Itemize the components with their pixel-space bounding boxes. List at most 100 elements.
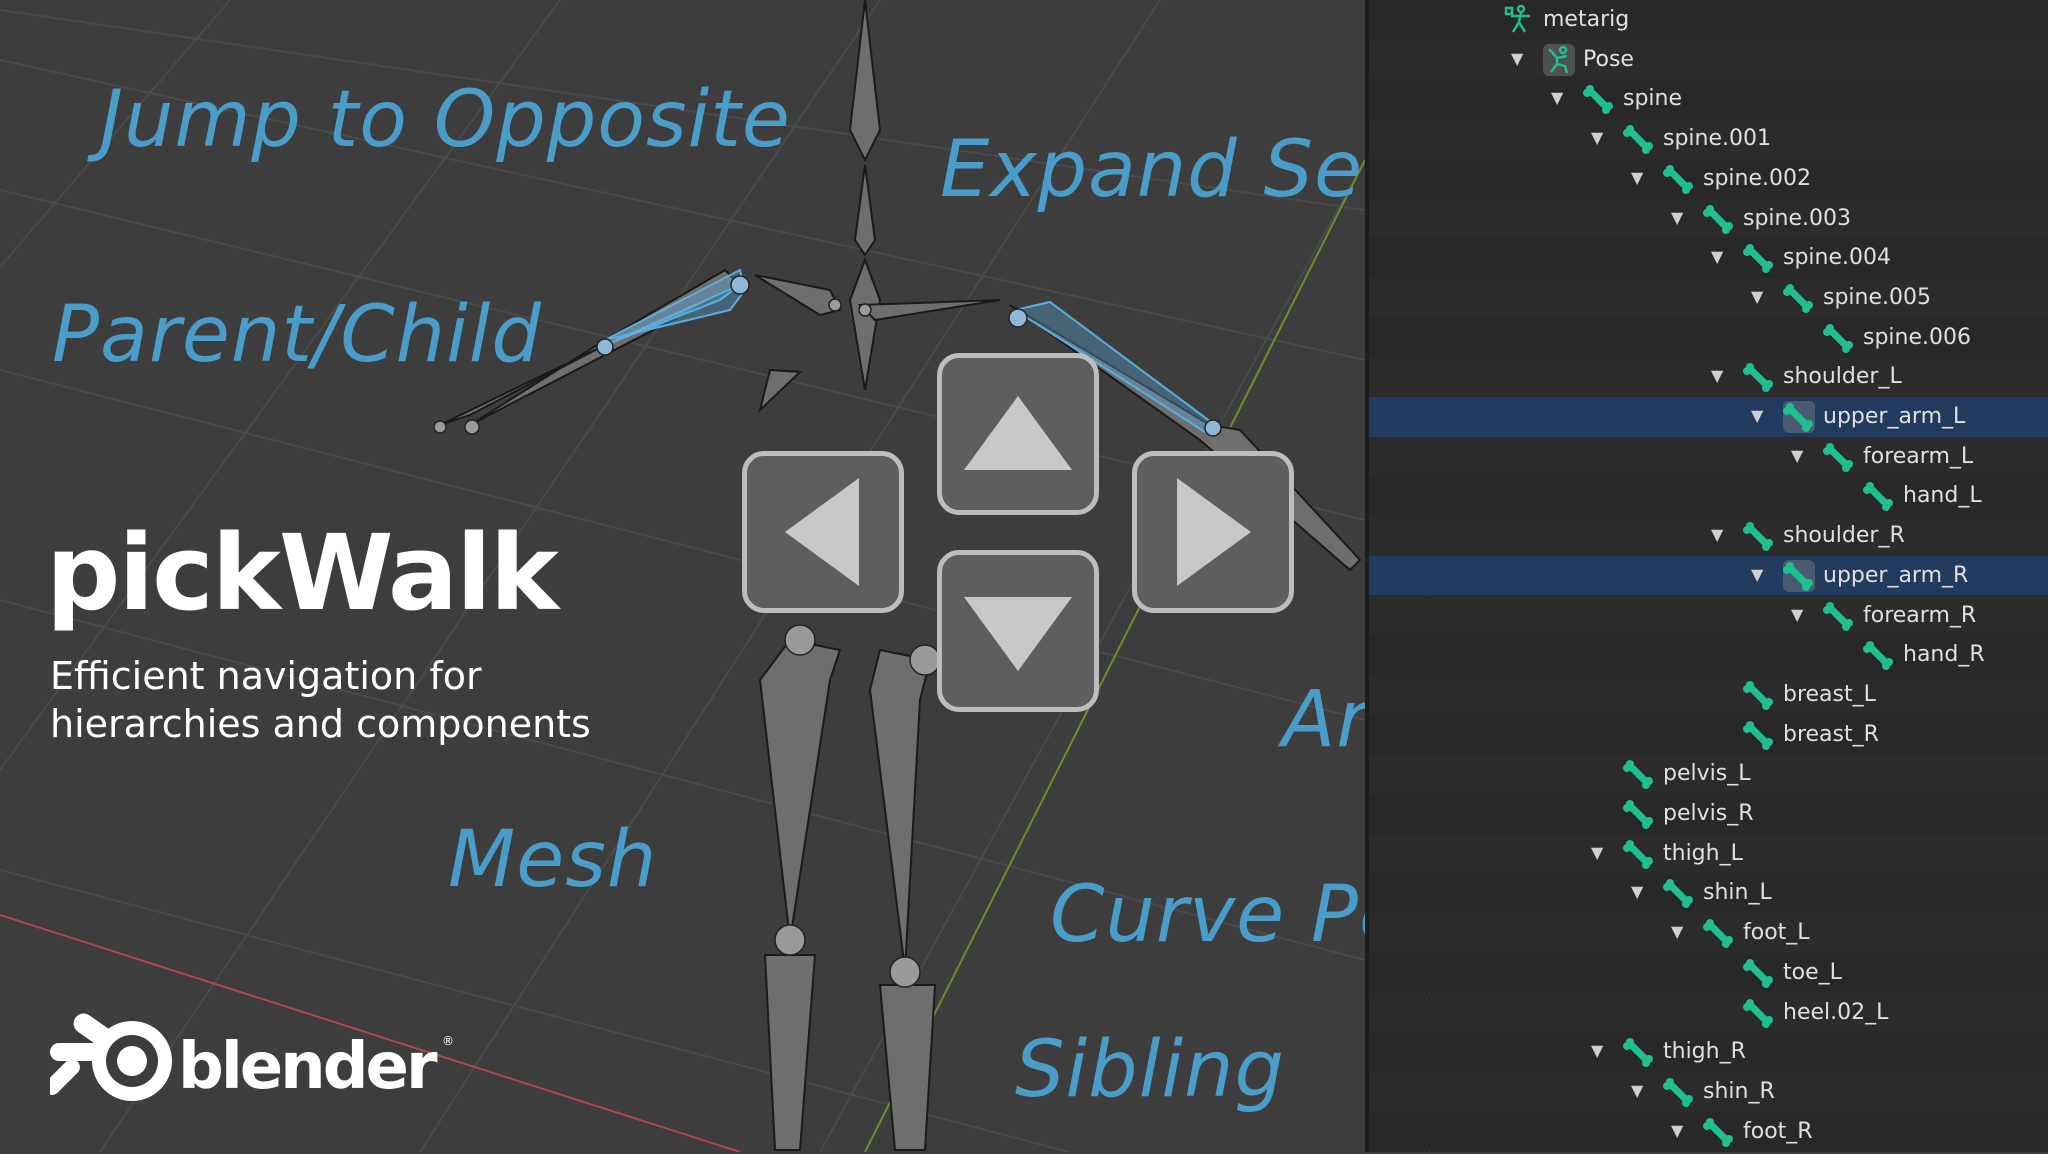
bone-icon	[1663, 163, 1695, 195]
bone-icon	[1743, 719, 1775, 751]
outliner-row-label: shin_L	[1703, 880, 1772, 906]
arrow-up-icon	[964, 396, 1072, 470]
outliner-row[interactable]: heel.02_L	[1369, 992, 2048, 1033]
outliner-row[interactable]: ▼ shin_L	[1369, 873, 2048, 914]
disclosure-triangle-icon[interactable]: ▼	[1671, 207, 1684, 227]
outliner-row[interactable]: metarig	[1369, 0, 2048, 40]
outliner-row-label: shin_R	[1703, 1078, 1775, 1104]
outliner-row[interactable]: ▼forearm_L	[1369, 436, 2048, 477]
outliner-row[interactable]: spine.006	[1369, 317, 2048, 358]
disclosure-triangle-icon[interactable]: ▼	[1591, 1041, 1604, 1061]
outliner-row-label: spine.002	[1703, 165, 1812, 191]
disclosure-triangle-icon[interactable]: ▼	[1751, 564, 1764, 584]
outliner-row[interactable]: ▼ spine.005	[1369, 277, 2048, 318]
disclosure-triangle-icon[interactable]: ▼	[1671, 1120, 1684, 1140]
outliner-row-label: spine.006	[1863, 324, 1972, 350]
outliner-row[interactable]: ▼ shin_R	[1369, 1071, 2048, 1112]
outliner-row[interactable]: ▼ foot_L	[1369, 913, 2048, 953]
outliner-row[interactable]: pelvis_R	[1369, 794, 2048, 834]
label-armatures: Armatures	[1282, 675, 1365, 765]
disclosure-triangle-icon[interactable]: ▼	[1631, 1080, 1644, 1100]
disclosure-triangle-icon[interactable]: ▼	[1671, 922, 1684, 942]
outliner-row[interactable]: ▼ foot_R	[1369, 1111, 2048, 1152]
disclosure-triangle-icon[interactable]: ▼	[1751, 286, 1764, 306]
outliner-row-label: heel.02_L	[1783, 999, 1889, 1025]
outliner-row-label: hand_R	[1903, 642, 1985, 668]
disclosure-triangle-icon[interactable]: ▼	[1591, 842, 1604, 862]
bone-icon	[1663, 877, 1695, 909]
outliner-row[interactable]: ▼ spine.003	[1369, 198, 2048, 239]
outliner-row-label: upper_arm_L	[1823, 404, 1966, 429]
outliner-row[interactable]: hand_R	[1369, 635, 2048, 675]
outliner-panel[interactable]: metarig▼Pose▼spine▼spine.001▼spine.002▼s…	[1365, 0, 2048, 1152]
subtitle-line-1: Efficient navigation for	[50, 654, 482, 698]
outliner-row[interactable]: ▼spine.001	[1369, 119, 2048, 159]
outliner-row-label: spine.005	[1823, 284, 1932, 310]
left-key-button[interactable]	[742, 451, 904, 613]
outliner-row[interactable]: breast_R	[1369, 714, 2048, 755]
label-sibling: Sibling	[1015, 1025, 1285, 1115]
disclosure-triangle-icon[interactable]: ▼	[1711, 366, 1724, 386]
outliner-row[interactable]: ▼Pose	[1369, 39, 2048, 80]
disclosure-triangle-icon[interactable]: ▼	[1591, 128, 1604, 148]
outliner-row[interactable]: ▼ thigh_R	[1369, 1032, 2048, 1072]
outliner-row-label: shoulder_L	[1783, 364, 1902, 390]
outliner-row[interactable]: toe_L	[1369, 952, 2048, 993]
outliner-row-label: thigh_L	[1663, 840, 1743, 866]
outliner-row-label: spine	[1623, 86, 1683, 112]
outliner-row-label: shoulder_R	[1783, 523, 1905, 549]
bone-icon	[1623, 758, 1655, 790]
disclosure-triangle-icon[interactable]: ▼	[1551, 88, 1564, 108]
outliner-row-label: breast_L	[1783, 681, 1876, 707]
arrow-right-icon	[1177, 478, 1251, 586]
blender-logo-icon: blender ®	[50, 1013, 454, 1104]
outliner-row[interactable]: breast_L	[1369, 674, 2048, 715]
outliner-row[interactable]: hand_L	[1369, 476, 2048, 517]
x-axis-line	[0, 914, 741, 1152]
bone-icon	[1743, 520, 1775, 552]
bone-icon	[1743, 361, 1775, 393]
outliner-row-label: foot_L	[1743, 920, 1810, 946]
3d-viewport[interactable]: Jump to Opposite Expand Selection Parent…	[0, 0, 1365, 1152]
outliner-row[interactable]: ▼ upper_arm_R	[1369, 555, 2048, 596]
disclosure-triangle-icon[interactable]: ▼	[1751, 406, 1764, 425]
armature-icon	[1503, 4, 1535, 36]
outliner-row[interactable]: ▼spine.004	[1369, 238, 2048, 278]
disclosure-triangle-icon[interactable]: ▼	[1631, 167, 1644, 187]
up-key-button[interactable]	[937, 353, 1099, 515]
label-expand-selection: Expand Selection	[940, 125, 1365, 215]
page-title: pickWalk	[46, 512, 559, 634]
bone-icon	[1743, 957, 1775, 989]
outliner-row[interactable]: ▼ upper_arm_L	[1369, 397, 2048, 437]
disclosure-triangle-icon[interactable]: ▼	[1711, 525, 1724, 545]
bone-icon	[1703, 203, 1735, 235]
bone-icon	[1823, 322, 1855, 354]
bone-icon	[1783, 401, 1815, 433]
outliner-row[interactable]: ▼ thigh_L	[1369, 833, 2048, 874]
outliner-row[interactable]: pelvis_L	[1369, 754, 2048, 794]
svg-text:®: ®	[442, 1034, 454, 1048]
outliner-row-label: breast_R	[1783, 721, 1879, 747]
outliner-row[interactable]: ▼ spine	[1369, 79, 2048, 120]
outliner-row[interactable]: ▼forearm_R	[1369, 595, 2048, 636]
outliner-row-label: foot_R	[1743, 1118, 1813, 1144]
bone-icon	[1743, 242, 1775, 274]
label-curve-points: Curve Points	[1050, 870, 1365, 960]
outliner-row[interactable]: ▼ spine.002	[1369, 158, 2048, 199]
outliner-row[interactable]: ▼ shoulder_L	[1369, 357, 2048, 397]
outliner-row-label: spine.003	[1743, 205, 1852, 231]
outliner-row[interactable]: ▼ shoulder_R	[1369, 516, 2048, 556]
disclosure-triangle-icon[interactable]: ▼	[1711, 247, 1724, 267]
right-key-button[interactable]	[1132, 451, 1294, 613]
disclosure-triangle-icon[interactable]: ▼	[1791, 445, 1804, 465]
bone-icon	[1823, 600, 1855, 632]
outliner-row-label: thigh_R	[1663, 1039, 1746, 1065]
outliner-row-label: upper_arm_R	[1823, 562, 1969, 588]
bone-icon	[1623, 123, 1655, 155]
disclosure-triangle-icon[interactable]: ▼	[1631, 882, 1644, 902]
selected-bones	[604, 268, 1217, 434]
down-key-button[interactable]	[937, 550, 1099, 712]
disclosure-triangle-icon[interactable]: ▼	[1791, 604, 1804, 624]
bone-icon	[1783, 282, 1815, 314]
disclosure-triangle-icon[interactable]: ▼	[1511, 48, 1524, 68]
